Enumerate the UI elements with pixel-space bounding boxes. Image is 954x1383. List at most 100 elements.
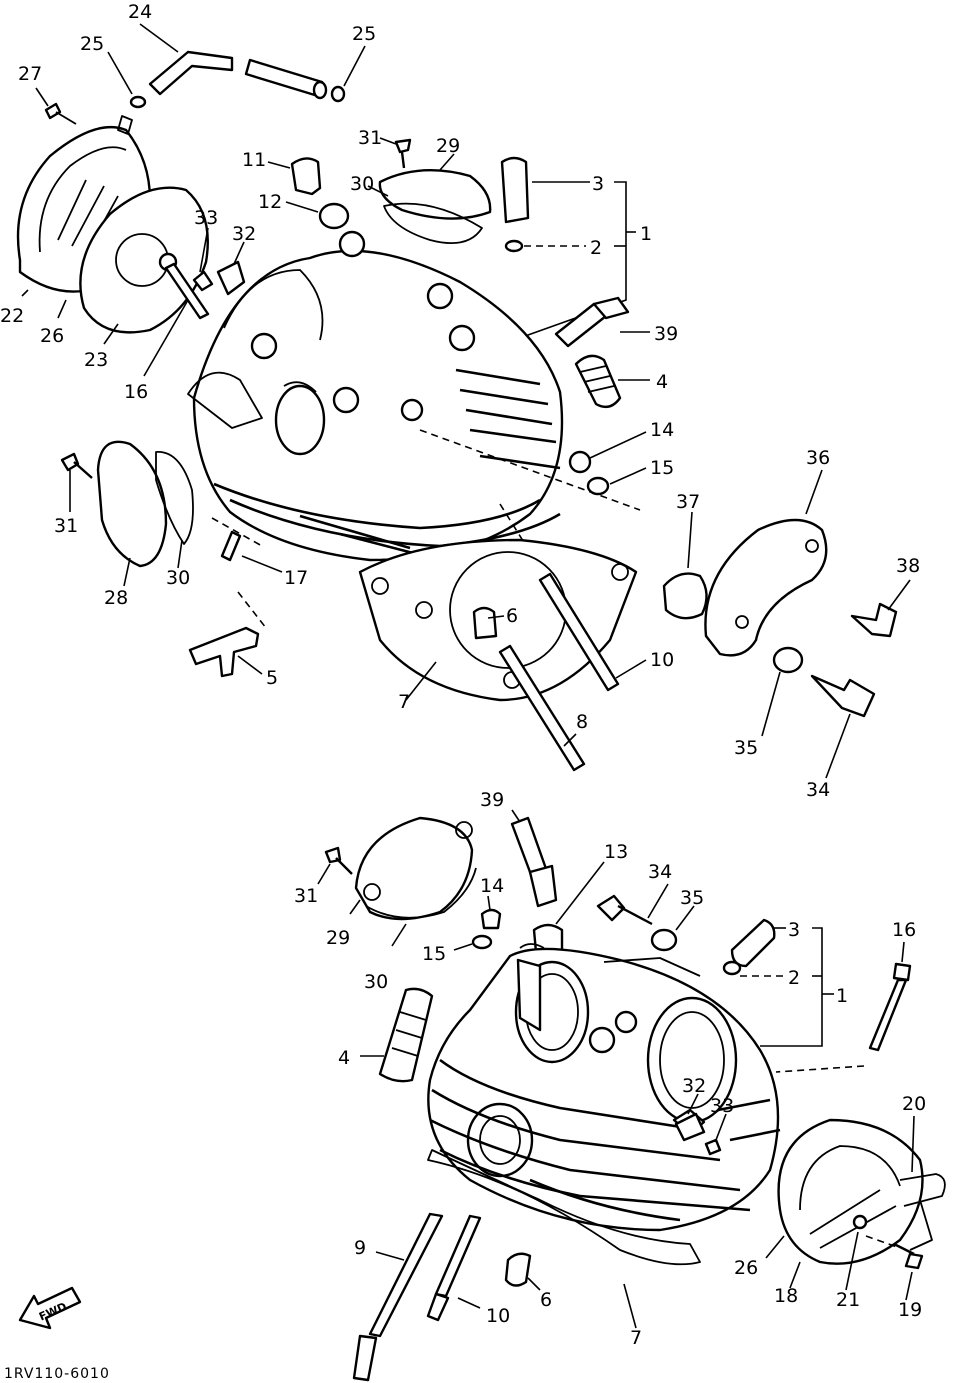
callout-label: 10 [650, 649, 674, 671]
callout-label: 29 [436, 135, 460, 157]
bracket [674, 1112, 706, 1142]
callout-label: 29 [326, 927, 350, 949]
callout-label: 30 [364, 971, 388, 993]
stud-bolt [143, 252, 210, 377]
cap-nut [532, 923, 564, 954]
breather-hose [139, 23, 328, 100]
stud [498, 644, 586, 772]
callout-label: 34 [648, 861, 672, 883]
callout-label: 4 [656, 371, 668, 393]
callout-label: 28 [104, 587, 128, 609]
callout-label: 30 [166, 567, 190, 589]
spark-plug [554, 296, 650, 348]
valve-cover [378, 169, 492, 220]
callout-label: 33 [194, 207, 218, 229]
gasket [383, 202, 483, 244]
coil-spring [378, 987, 434, 1083]
callout-label: 36 [806, 447, 830, 469]
callout-label: 26 [734, 1257, 758, 1279]
bolt [60, 452, 93, 479]
callout-label: 16 [124, 381, 148, 403]
cylinder-head-lower [427, 943, 781, 1232]
callout-label: 30 [350, 173, 374, 195]
callout-label: 6 [540, 1289, 552, 1311]
bolt [893, 1242, 924, 1270]
callout-label: 3 [592, 173, 604, 195]
diagram-code: 1RV110-6010 [4, 1366, 110, 1382]
callout-label: 14 [480, 875, 504, 897]
callout-label: 6 [506, 605, 518, 627]
callout-label: 24 [128, 1, 152, 23]
stud [426, 1292, 450, 1322]
callout-label: 23 [84, 349, 108, 371]
callout-label: 1 [836, 985, 848, 1007]
washer [586, 476, 610, 496]
mount-bolt [810, 674, 876, 718]
side-cover-right [777, 1118, 924, 1265]
callout-label: 12 [258, 191, 282, 213]
callout-label: 31 [294, 885, 318, 907]
stud [538, 572, 620, 692]
stud [220, 530, 242, 562]
dowel-pin [504, 1252, 532, 1287]
callout-label: 22 [0, 305, 24, 327]
washer [772, 646, 804, 674]
oil-pipe [188, 626, 260, 678]
spark-plug [528, 864, 558, 908]
callout-label: 7 [630, 1327, 642, 1349]
callout-label: 13 [604, 841, 628, 863]
callout-label: 10 [486, 1305, 510, 1327]
washer [318, 202, 350, 230]
callout-label: 2 [788, 967, 800, 989]
callout-label: 11 [242, 149, 266, 171]
callout-label: 15 [422, 943, 446, 965]
callout-label: 1 [640, 223, 652, 245]
lower-callouts: 39 13 31 29 14 34 35 3 16 15 30 2 1 4 32… [294, 789, 926, 1349]
bolt [704, 1138, 722, 1156]
callout-label: 8 [576, 711, 588, 733]
callout-label: 19 [898, 1299, 922, 1321]
callout-label: 39 [480, 789, 504, 811]
callout-label: 25 [80, 33, 104, 55]
cylinder-head-upper [187, 230, 641, 601]
callout-label: 4 [338, 1047, 350, 1069]
hose-clip [330, 85, 346, 103]
circlip [722, 960, 742, 976]
bolt [852, 1214, 868, 1230]
nut [568, 450, 592, 474]
stud-bolt [892, 962, 912, 982]
callout-label: 34 [806, 779, 830, 801]
callout-label: 33 [710, 1095, 734, 1117]
hose-clip [129, 95, 147, 109]
callout-label: 2 [590, 237, 602, 259]
valve-guide [500, 156, 530, 224]
callout-label: 5 [266, 667, 278, 689]
bolt [192, 270, 214, 292]
circlip [504, 239, 524, 253]
callout-label: 27 [18, 63, 42, 85]
callout-label: 32 [682, 1075, 706, 1097]
gasket [365, 867, 477, 919]
callout-label: 21 [836, 1289, 860, 1311]
callout-label: 25 [352, 23, 376, 45]
mount-bolt [596, 894, 653, 926]
dowel-pin [472, 606, 498, 640]
callout-label: 15 [650, 457, 674, 479]
bolt [324, 846, 353, 875]
stud [434, 1214, 482, 1298]
callout-label: 16 [892, 919, 916, 941]
mount-bolt [850, 602, 898, 638]
upper-assembly [16, 23, 911, 779]
nut [480, 908, 502, 930]
head-gasket [427, 1149, 701, 1266]
callout-label: 31 [358, 127, 382, 149]
callout-label: 32 [232, 223, 256, 245]
upper-callouts: 24 25 25 27 31 29 30 11 12 3 2 1 33 32 2… [0, 1, 920, 801]
callout-label: 20 [902, 1093, 926, 1115]
bolt [35, 87, 77, 125]
tappet-cover [96, 440, 168, 568]
washer [471, 934, 493, 950]
cap-nut [290, 157, 322, 196]
bolt [394, 138, 412, 169]
